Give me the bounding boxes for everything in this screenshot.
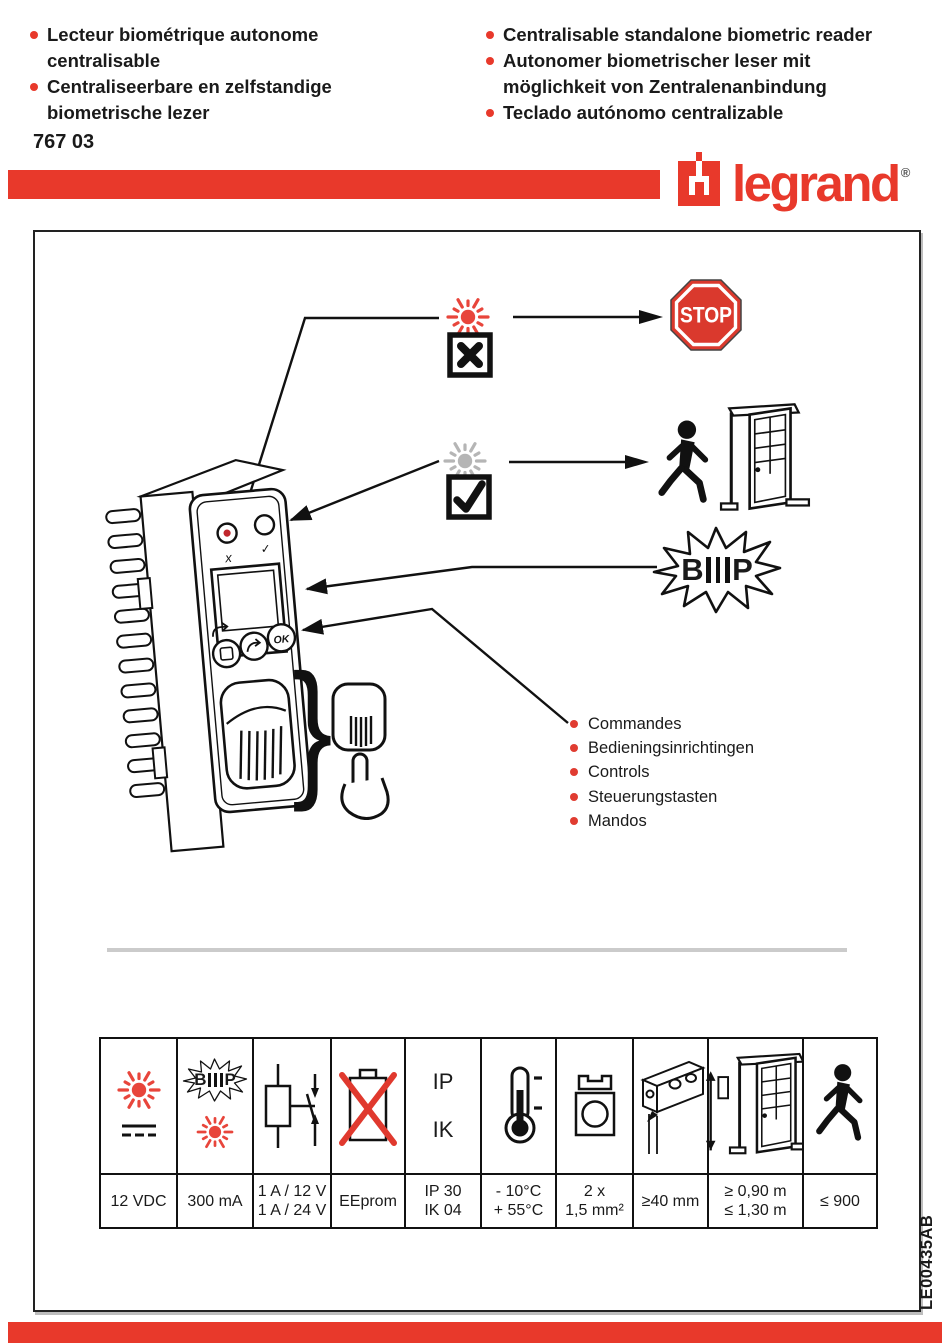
product-reference: 767 03	[33, 131, 95, 153]
power-led-dc-icon	[116, 1071, 161, 1137]
document-code: LE00435AB	[918, 1214, 936, 1310]
door-icon	[719, 402, 811, 512]
commands-item: Mandos	[570, 809, 754, 833]
walking-person-icon	[813, 1062, 867, 1150]
header-item-text: Centraliseerbare en zelfstandige biometr…	[47, 76, 332, 123]
leader-lines	[239, 316, 657, 724]
commands-item: Bedieningsinrichtingen	[570, 736, 754, 760]
scroll-button-icon	[239, 631, 269, 661]
spec-cell-protection: IP IK IP 30 IK 04	[404, 1037, 482, 1229]
commands-list: Commandes Bedieningsinrichtingen Control…	[570, 712, 754, 833]
header-item: Centralisable standalone biometric reade…	[486, 22, 916, 48]
bullet-icon	[486, 31, 494, 39]
header-item-text: Centralisable standalone biometric reade…	[503, 24, 873, 45]
check-checkbox-icon	[446, 474, 492, 520]
led-check-label: ✓	[260, 541, 271, 556]
header-item-text: Teclado autónomo centralizable	[503, 102, 784, 123]
ip-ik-text: IP IK	[432, 1069, 454, 1142]
legrand-wordmark: legrand	[732, 155, 901, 212]
spec-cell-memory: EEprom	[330, 1037, 406, 1229]
spec-cell-box-depth: ≥40 mm	[632, 1037, 709, 1229]
stop-label: STOP	[680, 303, 732, 328]
finger-on-sensor-icon	[331, 682, 390, 820]
flush-box-icon	[639, 1060, 706, 1154]
spec-cell-consumption: B P 300 mA	[176, 1037, 254, 1229]
brace-glyph: }	[292, 643, 333, 813]
cross-checkbox-icon	[447, 332, 493, 378]
stop-sign-icon: STOP	[670, 279, 742, 351]
header-item-text: Lecteur biométrique autonome centralisab…	[47, 24, 319, 71]
beep-bar	[715, 557, 721, 583]
spec-cell-relay: 1 A / 12 V 1 A / 24 V	[252, 1037, 332, 1229]
commands-item: Controls	[570, 760, 754, 784]
walking-person-icon	[655, 418, 713, 513]
header-item: Teclado autónomo centralizable	[486, 100, 916, 126]
header-list-right: Centralisable standalone biometric reade…	[486, 22, 916, 126]
door-height-icon	[705, 1052, 814, 1155]
commands-item: Steuerungstasten	[570, 785, 754, 809]
spec-cell-users: ≤ 900	[802, 1037, 878, 1229]
thermometer-icon	[504, 1066, 542, 1144]
bullet-icon	[486, 57, 494, 65]
spec-cell-supply: 12 VDC	[99, 1037, 178, 1229]
header-item-text: Autonomer biometrischer leser mit möglic…	[503, 50, 827, 97]
ok-button-label: OK	[273, 633, 291, 646]
no-battery-icon	[339, 1068, 397, 1146]
bullet-icon	[570, 744, 578, 753]
biometric-reader-illustration: x ✓ OK	[105, 458, 313, 853]
spec-table: 12 VDC B P 300 mA	[99, 1037, 878, 1229]
legrand-logo-icon	[678, 152, 720, 206]
arrow-right	[513, 310, 663, 324]
relay-contact-icon	[264, 1064, 319, 1148]
beep-led-icon: B P	[180, 1057, 250, 1103]
return-arrow-glyph	[212, 622, 229, 637]
bullet-icon	[570, 768, 578, 777]
spec-cell-mounting-height: ≥ 0,90 m ≤ 1,30 m	[705, 1037, 814, 1229]
beep-bar	[706, 557, 711, 583]
header-item: Autonomer biometrischer leser mit möglic…	[486, 48, 916, 100]
arrow-right	[509, 455, 649, 469]
ok-button-icon	[266, 623, 297, 653]
legrand-logo: legrand ®	[676, 152, 911, 212]
header-item: Centraliseerbare en zelfstandige biometr…	[30, 74, 370, 126]
section-divider	[107, 948, 847, 952]
led-x-label: x	[224, 550, 233, 566]
commands-item: Commandes	[570, 712, 754, 736]
registered-mark: ®	[900, 165, 911, 180]
red-band-top	[8, 170, 660, 199]
spec-cell-temperature: - 10°C + 55°C	[480, 1037, 557, 1229]
bullet-icon	[570, 816, 578, 825]
beep-b: B	[681, 552, 704, 587]
bullet-icon	[570, 720, 578, 728]
spec-cell-wiring: 2 x 1,5 mm²	[555, 1037, 634, 1229]
bullet-icon	[570, 792, 578, 801]
beep-p: P	[732, 552, 753, 587]
bullet-icon	[30, 83, 38, 91]
beep-bar	[725, 557, 730, 583]
header-item: Lecteur biométrique autonome centralisab…	[30, 22, 370, 74]
diagram-frame: x ✓ OK	[33, 230, 921, 1312]
bullet-icon	[30, 31, 38, 39]
bullet-icon	[486, 109, 494, 117]
header-list-left: Lecteur biométrique autonome centralisab…	[30, 22, 370, 126]
red-led-flash-icon	[196, 1115, 234, 1149]
cable-section-icon	[574, 1074, 615, 1137]
red-band-bottom	[8, 1322, 942, 1343]
beep-starburst-icon: B P	[650, 524, 784, 616]
red-led-dot	[223, 529, 231, 537]
